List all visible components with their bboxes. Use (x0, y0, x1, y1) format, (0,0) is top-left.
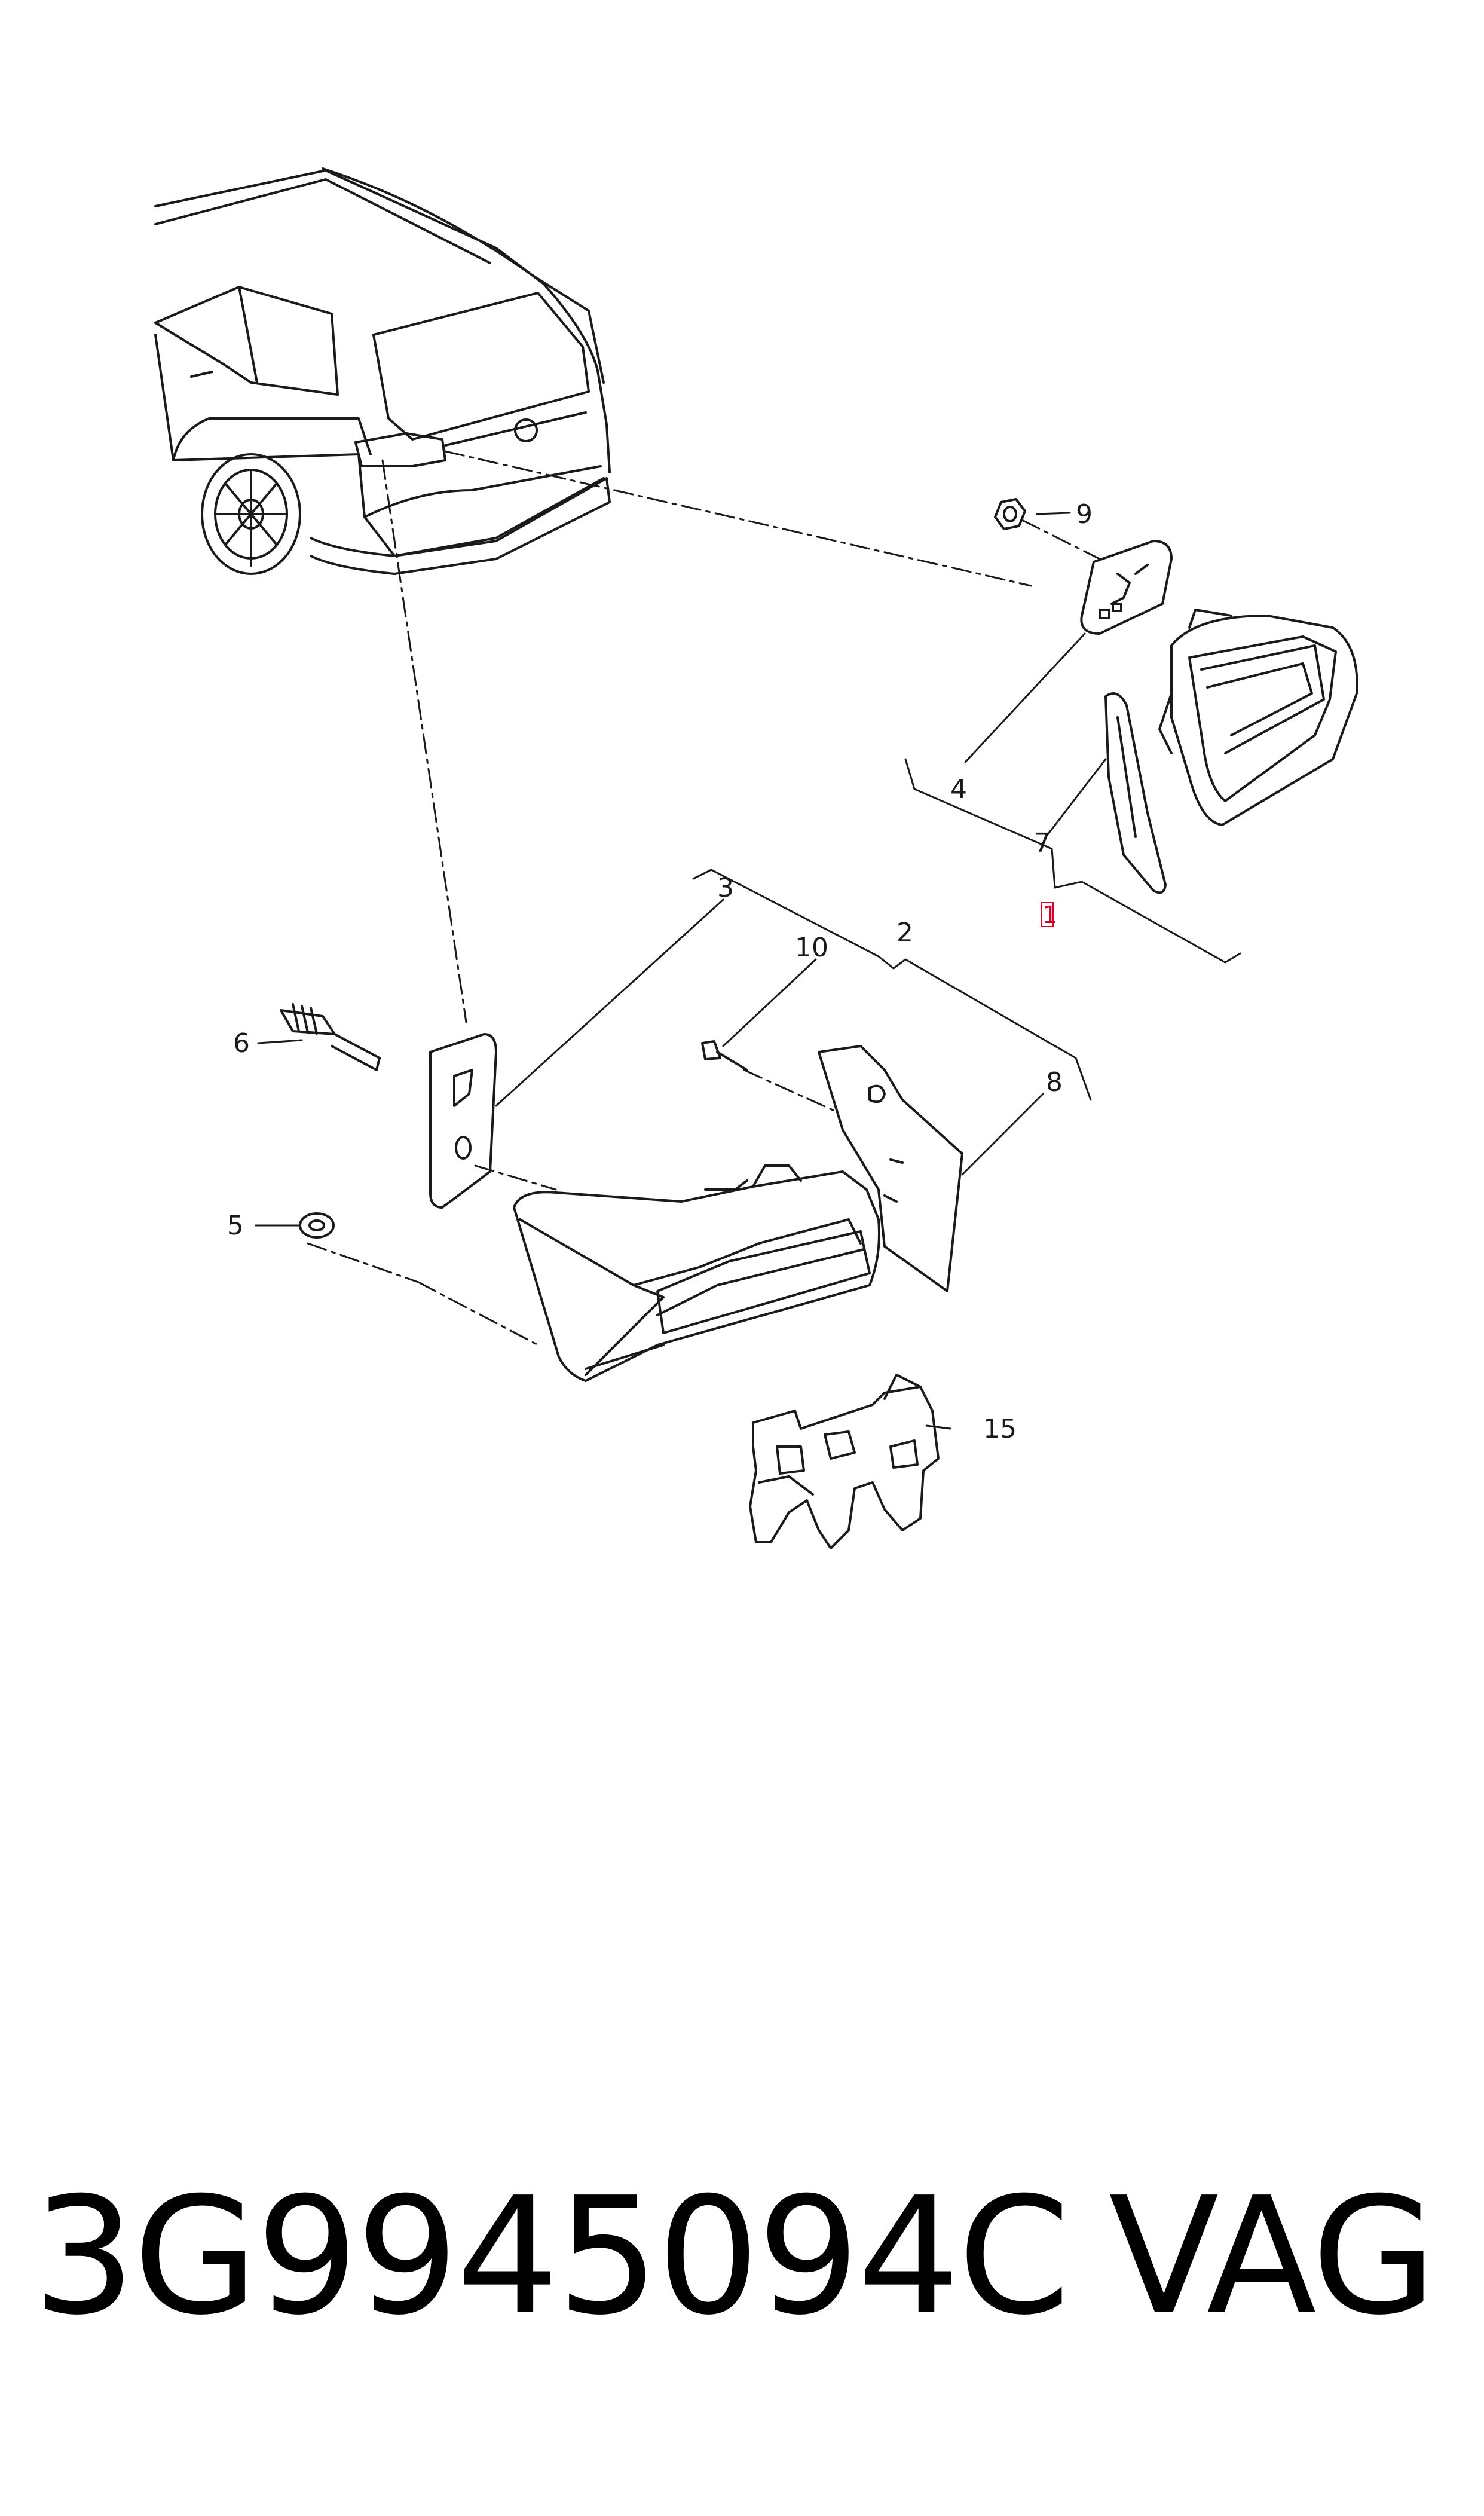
callout-10: 10 (795, 933, 828, 963)
outer-taillight (513, 1164, 880, 1382)
seal-strip-inner (1104, 692, 1167, 894)
washer-part (299, 1212, 335, 1239)
nut-part (994, 498, 1026, 530)
assembly-leader-lines (307, 450, 1032, 1346)
callout-1-box: 1 (1041, 901, 1057, 929)
mounting-bracket (749, 1374, 940, 1549)
callout-15: 15 (983, 1414, 1017, 1444)
callout-1: 1 (1042, 901, 1057, 929)
part-number-label: 3G9945094C (33, 2162, 1070, 2350)
callout-7: 7 (1034, 828, 1051, 858)
callout-5: 5 (227, 1210, 244, 1241)
callout-2: 2 (896, 918, 913, 948)
callout-labels: 9 4 7 1 3 2 10 8 6 5 15 (227, 499, 1093, 1444)
callout-leaders (255, 512, 1107, 1430)
callout-9: 9 (1076, 499, 1093, 530)
adjuster-bolt (280, 1003, 381, 1071)
vehicle-illustration (154, 167, 611, 575)
outer-light-gasket (429, 1033, 497, 1209)
callout-6: 6 (233, 1028, 250, 1059)
seal-strip-outer (818, 1045, 963, 1292)
inner-light-gasket (1080, 540, 1173, 635)
exploded-parts-diagram: 9 4 7 1 3 2 10 8 6 5 15 (154, 167, 1358, 1549)
callout-8: 8 (1046, 1067, 1063, 1097)
group-bracket-2 (692, 869, 1092, 1101)
callout-3: 3 (717, 873, 734, 903)
wheel (201, 453, 301, 575)
group-bracket-1 (904, 758, 1241, 964)
screw-part (701, 1040, 748, 1071)
callout-4: 4 (950, 774, 967, 805)
inner-taillight (1158, 609, 1358, 826)
brand-label: VAG (1109, 2162, 1437, 2350)
